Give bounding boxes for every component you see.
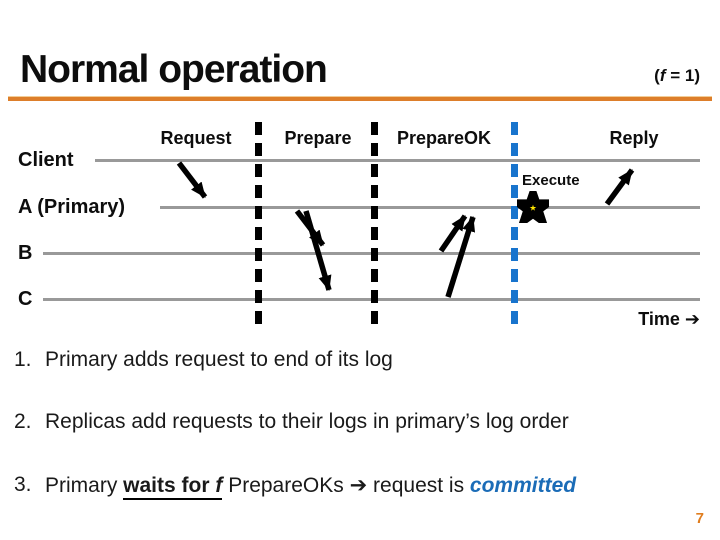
page-number: 7 [695, 510, 704, 527]
row-label-primary: A (Primary) [18, 196, 126, 218]
execute-label: Execute [522, 172, 580, 189]
arrow-reply [604, 168, 635, 206]
row-label-b: B [18, 242, 33, 264]
item3-plain3: request is [367, 474, 470, 497]
phase-label-prepareok: PrepareOK [396, 128, 492, 148]
item3-f: f [215, 474, 223, 497]
execute-star-icon [506, 181, 560, 231]
phase-label-reply: Reply [609, 128, 659, 148]
title-divider [8, 96, 712, 101]
time-axis-label: Time ➔ [600, 309, 700, 330]
row-label-c: C [18, 288, 33, 310]
phase-divider-1 [255, 122, 262, 332]
phase-label-prepare: Prepare [284, 128, 352, 148]
annotation-open: ( [654, 66, 660, 85]
item3-plain1: Primary [45, 474, 124, 497]
phase-divider-2 [371, 122, 378, 332]
fault-parameter-annotation: (f = 1) [560, 66, 700, 86]
arrow-prepareok-from-b [438, 214, 468, 253]
arrow-prepare-to-b [294, 209, 326, 247]
time-arrow-icon: ➔ [684, 309, 700, 329]
item3-waits-for: waits for [123, 474, 216, 497]
commit-point-divider [511, 122, 518, 332]
arrow-request [176, 161, 208, 199]
list-number: 3. [14, 473, 32, 496]
item3-plain2: PrepareOKs [222, 474, 350, 497]
phase-label-request: Request [160, 128, 232, 148]
item3-waits-for-f: waits for f [123, 474, 223, 500]
arrow-prepare-to-c [303, 210, 332, 292]
time-text: Time [638, 309, 680, 329]
row-label-client: Client [18, 149, 74, 171]
item3-arrow-icon: ➔ [349, 474, 368, 497]
timeline-primary [160, 206, 700, 209]
arrow-prepareok-from-c [445, 215, 476, 298]
item3-committed: committed [469, 474, 577, 497]
annotation-rest: = 1) [665, 66, 700, 85]
list-number: 1. [14, 348, 32, 371]
page-title: Normal operation [20, 48, 328, 91]
list-text: Replicas add requests to their logs in p… [45, 410, 569, 433]
timeline-client [95, 159, 700, 162]
annotation-f: f [659, 66, 666, 85]
list-text: Primary waits for f PrepareOKs ➔ request… [45, 473, 577, 500]
list-number: 2. [14, 410, 32, 433]
list-text: Primary adds request to end of its log [45, 348, 393, 371]
